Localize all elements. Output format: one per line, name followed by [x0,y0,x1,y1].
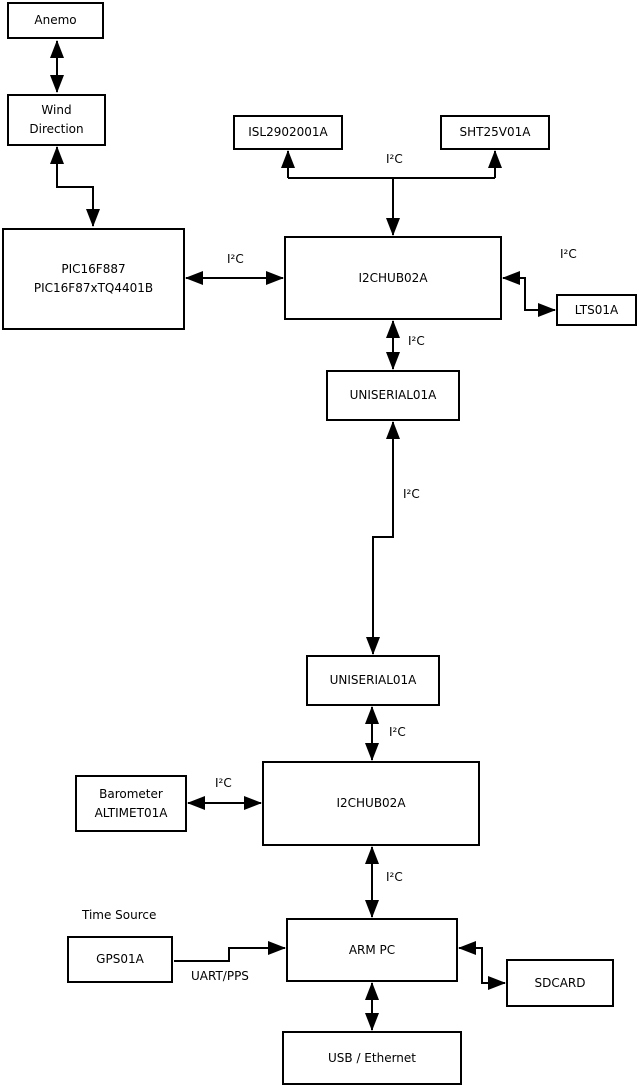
box-barometer-line1: Barometer [99,786,163,801]
edge-label-i2c-sensors: I²C [386,152,403,166]
box-usb-ethernet: USB / Ethernet [282,1031,462,1085]
box-uniserial01a-lower-label: UNISERIAL01A [329,673,417,688]
box-pic-line1: PIC16F887 [61,262,126,277]
box-gps01a-label: GPS01A [96,952,144,967]
box-i2chub02a-upper: I2CHUB02A [284,236,502,320]
box-i2chub02a-lower-label: I2CHUB02A [336,796,406,811]
box-uniserial01a-lower: UNISERIAL01A [306,655,440,706]
edge-label-i2c-uniserial-link: I²C [403,487,420,501]
box-lts01a-label: LTS01A [574,302,619,317]
box-isl2902001a-label: ISL2902001A [248,125,328,140]
edge-label-time-source: Time Source [82,908,157,922]
edge-label-i2c-hub2-armpc: I²C [386,870,403,884]
connector-hub1-lts [502,271,556,317]
box-pic-line2: PIC16F87xTQ4401B [33,281,154,295]
box-arm-pc: ARM PC [286,918,458,982]
box-barometer: Barometer ALTIMET01A [75,775,187,832]
connector-gps-armpc [174,941,286,962]
box-isl2902001a: ISL2902001A [233,115,343,150]
box-wind-direction-line1: Wind [41,103,72,118]
box-usb-ethernet-label: USB / Ethernet [328,1050,416,1065]
edge-label-i2c-barometer: I²C [215,776,232,790]
box-pic: PIC16F887 PIC16F87xTQ4401B [2,228,185,330]
box-uniserial01a-upper-label: UNISERIAL01A [349,388,437,403]
box-wind-direction-line2: Direction [29,122,84,136]
edge-label-i2c-hub1-uniserial1: I²C [408,334,425,348]
box-anemo: Anemo [7,2,104,39]
edge-label-uart-pps: UART/PPS [191,969,249,983]
edge-label-i2c-pic-hub1: I²C [227,252,244,266]
connector-armpc-sdcard [458,941,506,990]
box-i2chub02a-lower: I2CHUB02A [262,761,480,846]
box-uniserial01a-upper: UNISERIAL01A [326,370,460,421]
box-sdcard: SDCARD [506,959,614,1007]
box-lts01a: LTS01A [556,294,637,326]
box-gps01a: GPS01A [67,936,173,983]
edge-label-i2c-uniserial2-hub2: I²C [389,725,406,739]
box-sht25v01a-label: SHT25V01A [459,125,531,140]
box-i2chub02a-upper-label: I2CHUB02A [358,270,428,285]
box-sht25v01a: SHT25V01A [440,115,550,150]
box-anemo-label: Anemo [34,13,77,28]
box-sdcard-label: SDCARD [534,975,586,990]
box-barometer-line2: ALTIMET01A [94,805,168,820]
connector-uniserial1-uniserial2 [366,421,400,655]
edge-label-i2c-lts: I²C [560,247,577,261]
connector-wind-pic [50,146,100,227]
box-wind-direction: Wind Direction [7,94,106,146]
box-arm-pc-label: ARM PC [348,942,396,957]
